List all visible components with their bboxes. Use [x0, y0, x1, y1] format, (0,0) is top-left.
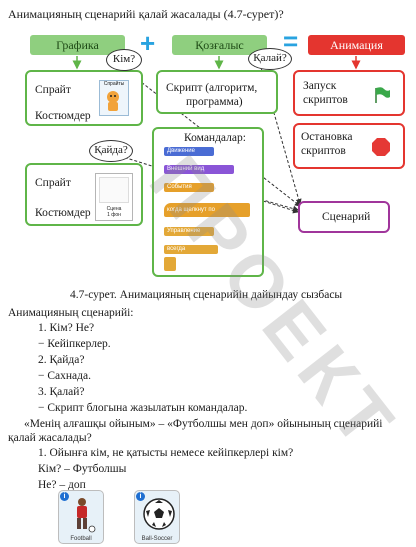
header-animation: Анимация	[308, 35, 405, 55]
sprite-thumbnail: Спрайты	[99, 80, 129, 116]
info-icon[interactable]: i	[60, 492, 69, 501]
info-icon[interactable]: i	[136, 492, 145, 501]
start-label-line2: скриптов	[303, 94, 348, 106]
scenario-box: Сценарий	[298, 201, 390, 233]
block-events: События	[164, 183, 214, 192]
bubble-kim: Кім?	[106, 49, 142, 71]
ball-soccer-sprite-card[interactable]: i Ball-Soccer	[134, 490, 180, 544]
header-grafika: Графика	[30, 35, 125, 55]
stop-label-line1: Остановка	[301, 131, 353, 143]
dash-stage-scenario	[119, 155, 299, 214]
text-line: 3. Қалай?	[38, 386, 85, 398]
dash-script-scenario	[259, 63, 302, 205]
block-motion: Движение	[164, 147, 214, 156]
text-line: Анимацияның сценарийі:	[8, 307, 134, 319]
script-text-line1: Скрипт (алгоритм,	[166, 82, 258, 94]
stage-preview	[99, 177, 129, 203]
block-looks: Внешний вид	[164, 165, 234, 174]
block-forever-arm	[164, 257, 176, 271]
stage-thumbnail: Сцена 1 фон	[95, 173, 133, 221]
text-line: «Менің алғашқы ойыным» – «Футболшы мен д…	[24, 418, 383, 430]
costumes2-label: Костюмдер	[35, 207, 91, 219]
stage-caption-1: Сцена	[106, 206, 122, 212]
figure-caption: 4.7-сурет. Анимацияның сценарийін дайынд…	[70, 289, 343, 301]
header-qozgalys: Қозғалыс	[172, 35, 267, 55]
stop-sign-icon	[372, 138, 390, 156]
commands-box: Командалар: Движение Внешний вид События…	[152, 127, 264, 277]
card-label-football: Football	[70, 536, 92, 542]
block-control: Управление	[164, 227, 214, 236]
page-heading: Анимацияның сценарийі қалай жасалады (4.…	[8, 7, 284, 21]
football-sprite-card[interactable]: i Football	[58, 490, 104, 544]
football-player-icon	[77, 498, 96, 533]
block-forever: всегда	[164, 245, 218, 254]
text-line: Не? – доп	[38, 479, 86, 491]
script-box: Скрипт (алгоритм, программа)	[156, 70, 278, 114]
sprite-thumb-caption: Спрайты	[103, 81, 125, 87]
bubble-qalai: Қалай?	[248, 48, 292, 70]
text-line: − Скрипт блогына жазылатын командалар.	[38, 402, 248, 414]
sprite-box: Спрайт Костюмдер Спрайты	[25, 70, 143, 126]
text-line: 1. Кім? Не?	[38, 322, 95, 334]
soccer-ball-icon	[143, 498, 175, 530]
plus-operator: +	[140, 28, 156, 58]
bubble-qaida: Қайда?	[89, 140, 133, 162]
stop-scripts-box: Остановка скриптов	[293, 123, 405, 169]
sprite2-label: Спрайт	[35, 177, 71, 189]
script-text-line2: программа)	[186, 96, 243, 108]
stage-caption-2: 1 фон	[107, 212, 121, 218]
equals-operator: =	[283, 26, 299, 56]
commands-title: Командалар:	[184, 132, 246, 144]
start-label-line1: Запуск	[303, 80, 337, 92]
text-line: Кім? – Футболшы	[38, 463, 127, 475]
text-line: 1. Ойынға кім, не қатысты немесе кейіпке…	[38, 447, 294, 459]
cat-sprite-icon	[107, 91, 119, 111]
text-line: қалай жасалады?	[8, 432, 92, 444]
costumes-label: Костюмдер	[35, 110, 91, 122]
block-when-flag: когда щелкнут по	[164, 203, 250, 217]
start-scripts-box: Запуск скриптов	[293, 70, 405, 116]
scenario-label: Сценарий	[322, 211, 371, 223]
text-line: − Сахнада.	[38, 370, 91, 382]
stop-label-line2: скриптов	[301, 145, 346, 157]
stage-box: Спрайт Костюмдер Сцена 1 фон	[25, 163, 143, 226]
sprite-label: Спрайт	[35, 84, 71, 96]
text-line: − Кейіпкерлер.	[38, 338, 111, 350]
card-label-ball-soccer: Ball-Soccer	[141, 536, 173, 542]
text-line: 2. Қайда?	[38, 354, 85, 366]
green-flag-icon	[375, 87, 390, 103]
